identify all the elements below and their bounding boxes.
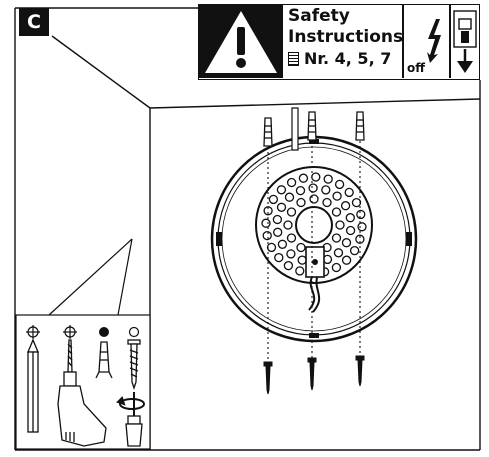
led-chip <box>341 238 352 248</box>
safety-text: Safety Instructions Nr. 4, 5, 7 <box>288 6 403 69</box>
led-chip <box>331 233 342 243</box>
led-chip <box>308 183 318 193</box>
led-chip <box>332 191 342 201</box>
led-chip <box>351 197 362 208</box>
alignment-guides <box>267 141 361 362</box>
led-chip <box>283 260 294 271</box>
tools-panel <box>26 325 145 447</box>
led-chip <box>286 249 296 259</box>
led-chip <box>298 173 309 183</box>
led-chip <box>297 255 307 265</box>
safety-reference-numbers: Nr. 4, 5, 7 <box>304 49 392 68</box>
led-chip <box>357 222 367 232</box>
led-chip <box>295 266 305 276</box>
pencil-icon <box>27 338 39 433</box>
led-chip <box>274 252 284 263</box>
frame-lines <box>14 7 481 451</box>
led-chip <box>321 185 331 195</box>
led-chip <box>323 174 333 184</box>
divider <box>402 5 404 78</box>
led-chip <box>283 220 293 230</box>
led-chip <box>277 239 288 249</box>
led-chip <box>286 233 297 243</box>
led-chip <box>345 213 355 223</box>
led-chip <box>356 209 366 220</box>
divider <box>449 5 451 78</box>
led-chip <box>268 194 279 205</box>
led-chip <box>309 194 319 204</box>
power-cable <box>291 107 299 151</box>
screws <box>263 355 365 395</box>
screw-icon <box>127 339 141 391</box>
led-chip <box>331 262 342 273</box>
led-chip <box>349 245 360 256</box>
led-chip <box>276 185 287 195</box>
wall-plug-icon <box>95 341 113 379</box>
led-chip <box>335 220 345 230</box>
led-chip <box>286 177 297 188</box>
warning-triangle-icon <box>205 11 277 73</box>
led-chip <box>355 234 365 244</box>
circuit-breaker-icon <box>453 10 477 73</box>
safety-title-line2: Instructions <box>288 27 404 47</box>
led-chip <box>263 206 273 216</box>
safety-title-line1: Safety <box>288 6 350 26</box>
led-chip <box>261 218 271 228</box>
led-chip <box>284 192 295 202</box>
led-chip <box>295 185 306 196</box>
screwdriver-icon <box>125 392 143 447</box>
lightning-bolt-icon <box>427 19 441 63</box>
led-chip <box>296 197 306 208</box>
led-chip <box>286 207 297 217</box>
led-chip <box>272 214 283 225</box>
document-icon <box>288 51 299 66</box>
led-chip <box>340 201 351 211</box>
led-module <box>255 166 373 284</box>
led-chip <box>296 242 306 253</box>
led-chip <box>331 207 342 217</box>
off-label: off <box>407 61 425 75</box>
wall-plugs <box>263 111 365 147</box>
led-chip <box>276 202 287 212</box>
rotate-arrow-icon <box>116 396 145 410</box>
led-chip <box>334 179 345 190</box>
led-chip <box>344 187 354 198</box>
led-chip <box>333 248 344 258</box>
safety-instructions-box: Safety Instructions Nr. 4, 5, 7 off <box>198 4 480 80</box>
drill-icon <box>57 339 107 447</box>
led-chip <box>262 230 272 241</box>
warning-cell <box>199 5 283 78</box>
terminal-block <box>305 246 325 313</box>
safety-reference: Nr. 4, 5, 7 <box>288 48 403 69</box>
led-chip <box>322 197 332 208</box>
led-chip <box>345 225 356 236</box>
led-chip <box>341 255 352 265</box>
led-chip <box>266 242 277 253</box>
led-chip <box>273 227 283 237</box>
led-chip <box>311 172 321 182</box>
step-badge: C <box>19 8 49 36</box>
